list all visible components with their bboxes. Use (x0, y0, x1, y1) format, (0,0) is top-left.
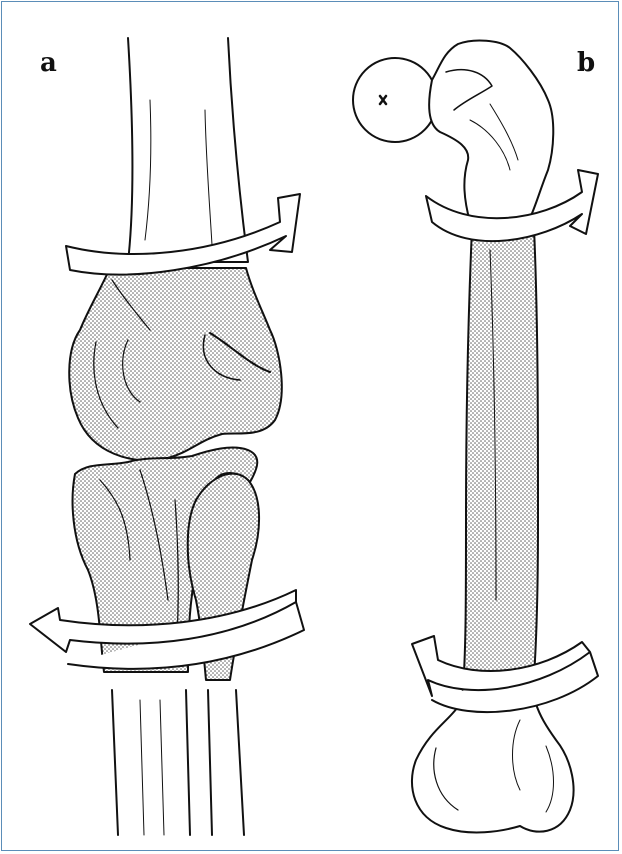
femoral-head (353, 58, 437, 142)
tibia-shaft-a (112, 690, 190, 835)
femur-shaft-b (462, 228, 538, 700)
panel-label-a: a (40, 50, 57, 76)
fibula-shaft-a (208, 690, 244, 835)
panel-label-b: b (577, 50, 595, 76)
femur-neck-trochanter (429, 41, 553, 222)
distal-femur-b (412, 704, 574, 832)
panel-b-femur (353, 41, 598, 833)
femur-condyles (69, 268, 282, 460)
panel-a-knee (30, 38, 304, 835)
